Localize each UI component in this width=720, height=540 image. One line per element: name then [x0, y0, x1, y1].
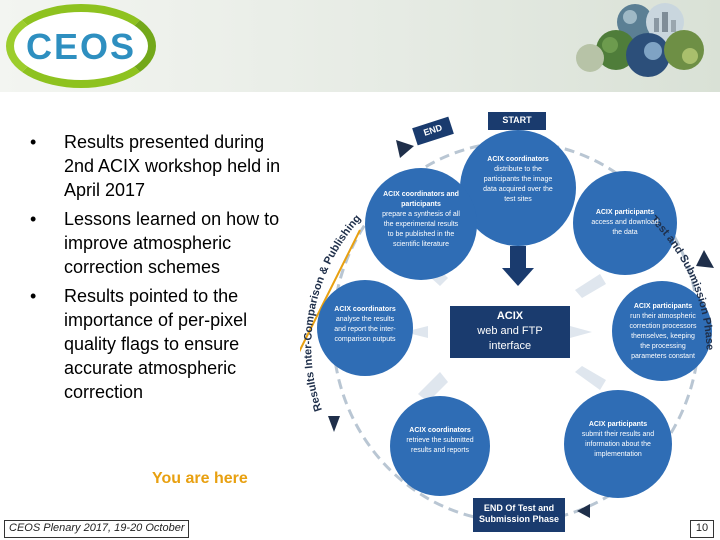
acix-interface-line: ACIX — [496, 310, 524, 322]
node-body: run their atmospheric correction process… — [629, 313, 697, 360]
bullet-list: • Results presented during 2nd ACIX work… — [28, 130, 298, 409]
bullet-marker: • — [30, 132, 37, 152]
start-box — [488, 112, 546, 130]
bullet-item: • Results presented during 2nd ACIX work… — [28, 130, 298, 202]
cycle-arrow-right — [696, 250, 714, 268]
bullet-text: Lessons learned on how to improve atmosp… — [64, 209, 280, 277]
header-banner: CEOS — [0, 0, 720, 92]
acix-interface-label: ACIX web and FTP interface — [450, 309, 570, 354]
diagram-graphics: Results Inter-Comparison & Publishing Te… — [300, 112, 716, 532]
footer-caption: CEOS Plenary 2017, 19-20 October — [4, 520, 190, 538]
cycle-arrow-top — [396, 140, 414, 158]
node-title: ACIX coordinators and participants — [383, 191, 459, 208]
node-analyse — [317, 280, 413, 376]
node-retrieve-text: ACIX coordinators retrieve the submitted… — [404, 426, 476, 456]
node-synthesis-text: ACIX coordinators and participants prepa… — [381, 190, 461, 250]
bullet-marker: • — [30, 209, 37, 229]
end-test-box — [473, 498, 565, 532]
bullet-marker: • — [30, 286, 37, 306]
node-title: ACIX participants — [633, 303, 693, 310]
end-test-label: END Of Test and Submission Phase — [478, 503, 560, 524]
node-title: ACIX participants — [588, 421, 648, 428]
node-retrieve — [390, 396, 490, 496]
node-title: ACIX participants — [595, 209, 655, 216]
node-distribute-text: ACIX coordinators distribute to the part… — [480, 155, 556, 205]
page-number: 10 — [690, 520, 714, 538]
node-body: prepare a synthesis of all the experimen… — [382, 211, 460, 248]
ceos-logo: CEOS — [26, 26, 137, 67]
node-submit-text: ACIX participants submit their results a… — [580, 420, 656, 460]
node-distribute — [460, 130, 576, 246]
acix-cycle-diagram: Results Inter-Comparison & Publishing Te… — [300, 100, 720, 540]
node-title: ACIX coordinators — [409, 427, 471, 434]
acix-interface-line: interface — [488, 340, 532, 352]
node-run — [612, 281, 712, 381]
node-run-text: ACIX participants run their atmospheric … — [626, 302, 700, 362]
node-analyse-text: ACIX coordinators analyse the results an… — [330, 305, 400, 345]
land-photo — [664, 30, 704, 70]
bullet-item: • Lessons learned on how to improve atmo… — [28, 207, 298, 279]
node-submit — [564, 390, 672, 498]
node-access-text: ACIX participants access and download th… — [587, 208, 663, 238]
node-title: ACIX coordinators — [334, 306, 396, 313]
acix-interface-box — [450, 306, 570, 358]
node-body: analyse the results and report the inter… — [334, 316, 396, 343]
node-body: distribute to the participants the image… — [483, 166, 553, 203]
node-title: ACIX coordinators — [487, 156, 549, 163]
cycle-arrow-bottom — [577, 504, 590, 518]
node-body: submit their results and information abo… — [581, 431, 655, 458]
bullet-text: Results pointed to the importance of per… — [64, 286, 248, 402]
node-access — [573, 171, 677, 275]
down-arrow-head — [502, 268, 534, 286]
down-arrow-shaft — [510, 246, 526, 270]
acix-interface-line: web and FTP — [477, 325, 543, 337]
start-label: START — [502, 115, 532, 125]
bullet-text: Results presented during 2nd ACIX worksh… — [64, 132, 281, 200]
bullet-item: • Results pointed to the importance of p… — [28, 284, 298, 404]
header-photo-collage — [576, 3, 704, 77]
you-are-here-label: You are here — [152, 470, 248, 487]
end-tag — [412, 116, 454, 146]
ceos-logo-ring — [6, 4, 156, 88]
you-are-here-pointer — [300, 229, 361, 353]
node-synthesis — [365, 168, 477, 280]
node-body: retrieve the submitted results and repor… — [406, 437, 474, 454]
cycle-arrow-left — [328, 416, 340, 432]
node-body: access and download the data — [591, 219, 659, 236]
